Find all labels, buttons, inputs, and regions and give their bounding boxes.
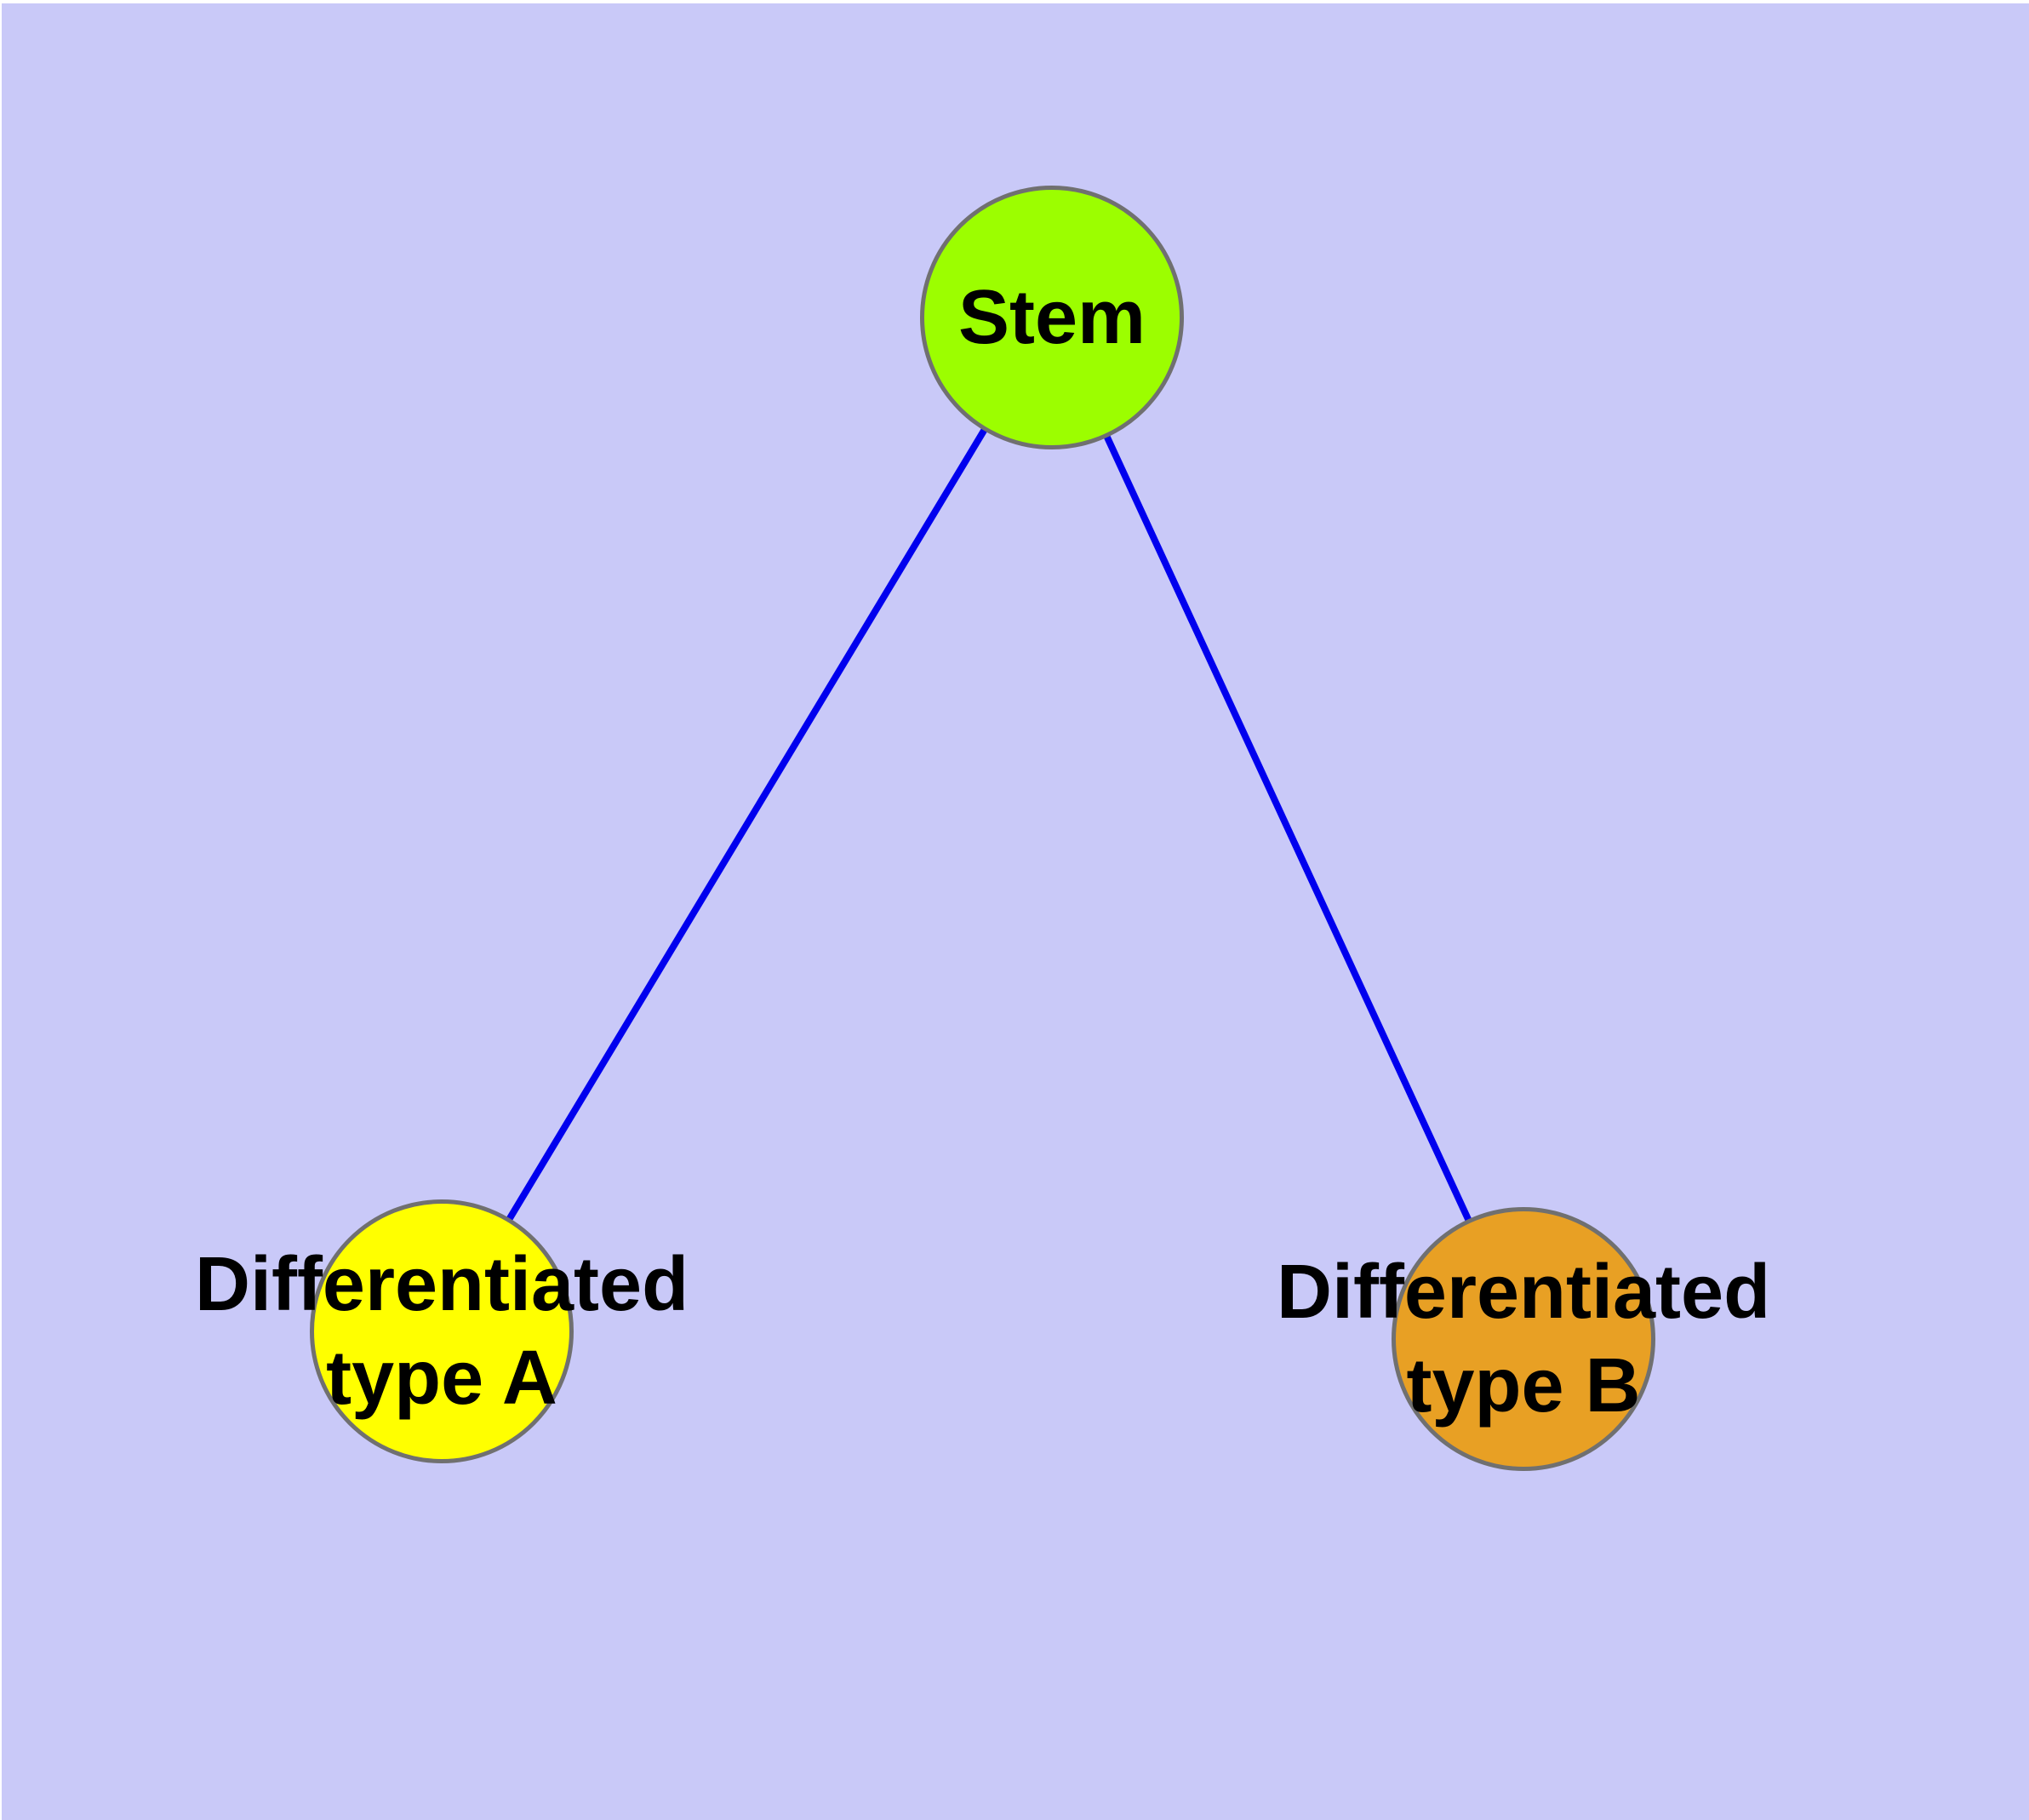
node-stem-label: Stem — [957, 275, 1146, 360]
edge-stem-to-type-a — [438, 315, 1055, 1334]
node-differentiated-type-b: Differentiated type B — [1277, 1207, 1770, 1471]
node-differentiated-type-a-label-line2: type A — [326, 1336, 557, 1421]
node-differentiated-type-a-label-line1: Differentiated — [194, 1242, 689, 1327]
node-differentiated-type-a: Differentiated type A — [195, 1199, 689, 1463]
edge-stem-to-type-b — [1049, 316, 1527, 1341]
node-stem: Stem — [920, 186, 1184, 449]
node-differentiated-type-b-label-line1: Differentiated — [1276, 1250, 1771, 1335]
node-differentiated-type-b-label-line2: type B — [1406, 1343, 1641, 1428]
